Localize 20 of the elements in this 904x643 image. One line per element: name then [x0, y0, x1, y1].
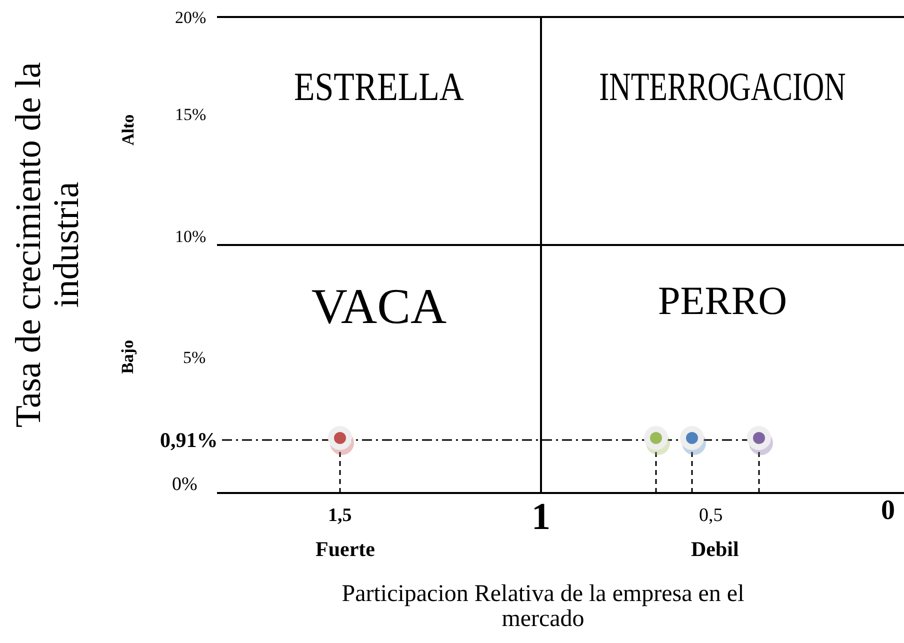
reference-value-label: 0,91% — [160, 429, 218, 452]
quadrant-title: VACA — [310, 277, 448, 335]
axis-tick-label: 1,5 — [328, 506, 352, 526]
axis-category-label: Fuerte — [316, 538, 375, 560]
axis-tick-label: 1 — [532, 498, 550, 538]
quadrant-title: PERRO — [657, 277, 788, 324]
axis-title: Participacion Relativa de la empresa en el mercado — [340, 582, 746, 632]
axis-tick-label: 0 — [881, 496, 895, 525]
quadrant-title: ESTRELLA — [293, 63, 465, 110]
axis-category-label: Alto — [119, 114, 137, 146]
axis-tick-label: 15% — [175, 106, 206, 124]
axis-tick-label: 5% — [183, 349, 206, 367]
axis-title: Tasa de crecimiento de la industria — [10, 61, 86, 430]
axis-tick-label: 10% — [175, 228, 206, 246]
axis-category-label: Debil — [691, 538, 739, 560]
axis-tick-label: 0% — [172, 475, 198, 495]
quadrant-title: INTERROGACION — [598, 63, 847, 110]
axis-category-label: Bajo — [119, 340, 137, 374]
axis-tick-label: 20% — [175, 9, 206, 27]
axis-tick-label: 0,5 — [699, 506, 723, 526]
